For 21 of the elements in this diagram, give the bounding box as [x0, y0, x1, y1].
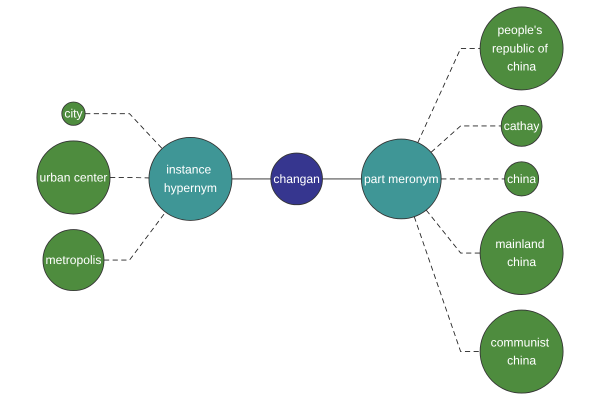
connector	[426, 210, 481, 254]
connector	[440, 178, 505, 180]
connector	[104, 212, 166, 261]
connector	[110, 177, 150, 178]
node-circle: changan	[270, 152, 323, 206]
node-circle: metropolis	[42, 229, 104, 292]
connector	[322, 178, 362, 180]
node-circle: mainland china	[480, 211, 564, 295]
node-circle: part meronym	[360, 138, 442, 220]
node-circle: cathay	[500, 105, 542, 147]
node-circle: instance hypernym	[148, 137, 232, 221]
node-circle: communist china	[480, 310, 564, 394]
connector	[232, 178, 272, 180]
node-circle: city	[61, 102, 86, 126]
connector	[430, 125, 502, 153]
node-circle: urban center	[36, 140, 110, 214]
connector	[84, 113, 163, 150]
connector	[414, 216, 481, 352]
connector	[417, 48, 481, 144]
node-circle: people's republic of china	[480, 6, 564, 90]
node-circle: china	[504, 161, 540, 196]
